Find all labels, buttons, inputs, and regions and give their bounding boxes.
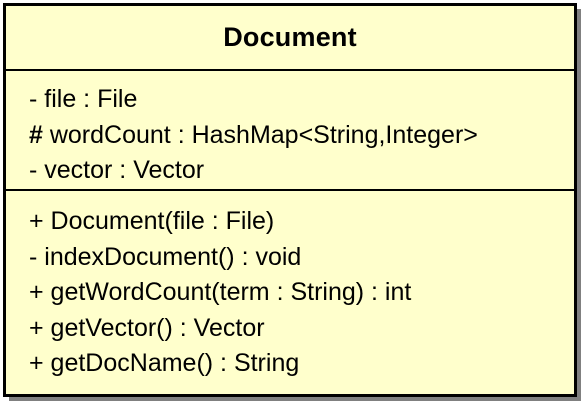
class-name: Document [223,22,357,52]
attributes-compartment: - file : File # wordCount : HashMap<Stri… [6,71,574,191]
operation-text: getDocName() : String [43,349,300,377]
operation-index-document: - indexDocument() : void [29,240,574,276]
operation-text: Document(file : File) [43,207,275,235]
uml-class-box[interactable]: Document - file : File # wordCount : Has… [3,3,577,397]
operation-visibility: + [29,207,44,235]
operation-visibility: + [29,313,44,342]
operation-get-word-count: + getWordCount(term : String) : int [29,275,574,311]
attribute-visibility: - [29,85,38,113]
attribute-text: wordCount : HashMap<String,Integer> [42,120,478,149]
operation-visibility: - [29,242,38,271]
operation-text: getWordCount(term : String) : int [43,278,412,306]
operation-text: getVector() : Vector [43,313,265,342]
attribute-file: - file : File [29,82,574,118]
attribute-visibility: # [29,120,43,149]
operation-visibility: + [29,349,44,377]
operation-text: indexDocument() : void [37,242,302,271]
attribute-vector: - vector : Vector [29,153,574,189]
class-name-compartment: Document [6,6,574,71]
attribute-text: file : File [37,85,138,113]
attribute-visibility: - [29,156,38,184]
operations-compartment: + Document(file : File) - indexDocument(… [6,191,574,394]
operation-get-doc-name: + getDocName() : String [29,346,574,382]
operation-get-vector: + getVector() : Vector [29,311,574,347]
attribute-text: vector : Vector [37,156,205,184]
operation-visibility: + [29,278,44,306]
attribute-wordcount: # wordCount : HashMap<String,Integer> [29,118,574,154]
operation-document: + Document(file : File) [29,204,574,240]
